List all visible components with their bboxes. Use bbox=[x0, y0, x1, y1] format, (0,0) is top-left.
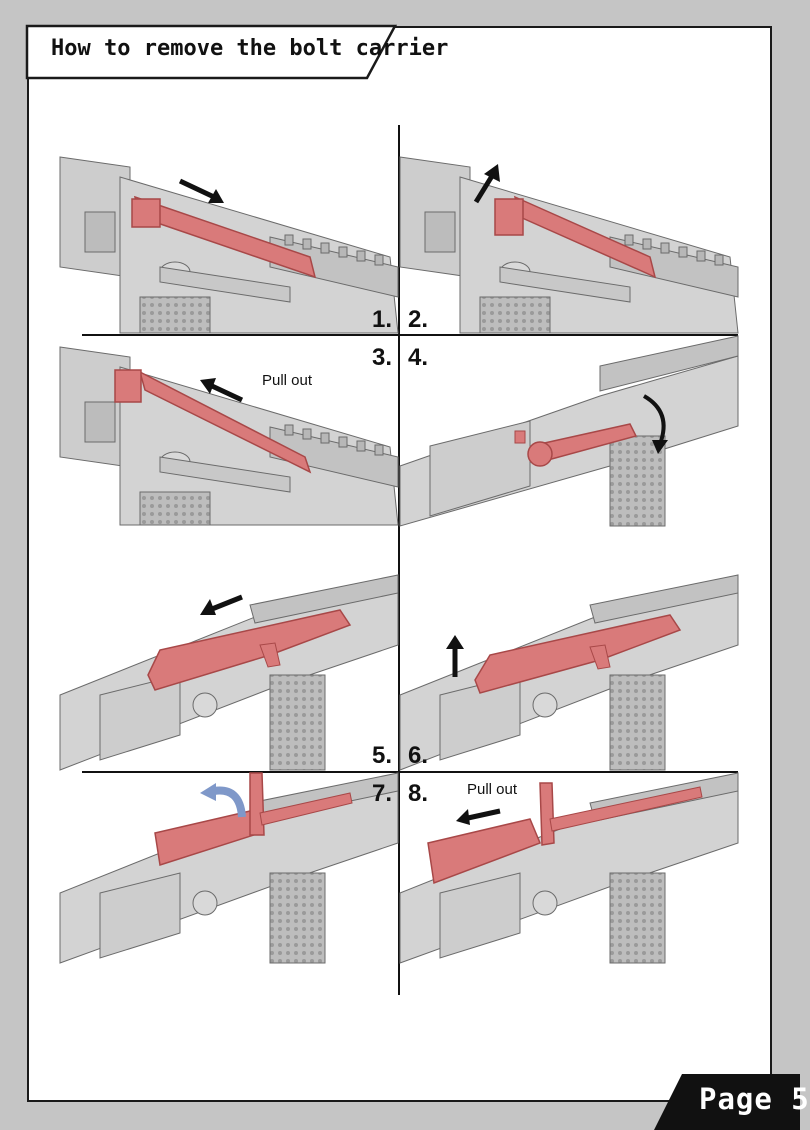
step-8-number: 8. bbox=[408, 780, 429, 807]
step-6-illustration bbox=[399, 574, 739, 771]
curved-arrow-icon bbox=[200, 783, 246, 818]
arrow-left-icon bbox=[456, 808, 501, 825]
divider-row-3 bbox=[82, 771, 738, 773]
step-3-number: 3. bbox=[372, 344, 393, 371]
vertical-divider bbox=[398, 125, 400, 995]
step-5-panel bbox=[59, 574, 399, 771]
step-6-panel bbox=[399, 574, 739, 771]
arrow-up-icon bbox=[446, 635, 464, 677]
arrow-left-icon bbox=[200, 378, 244, 403]
step-6-number: 6. bbox=[408, 742, 429, 769]
step-8-note: Pull out bbox=[467, 781, 518, 798]
step-3-note: Pull out bbox=[262, 372, 313, 389]
step-5-number: 5. bbox=[372, 742, 393, 769]
page-title: How to remove the bolt carrier bbox=[51, 36, 449, 61]
step-7-illustration bbox=[59, 772, 399, 964]
step-1-panel bbox=[59, 156, 399, 334]
step-5-illustration bbox=[59, 574, 399, 771]
step-2-panel bbox=[399, 156, 739, 334]
step-4-illustration bbox=[399, 335, 739, 527]
step-3-illustration bbox=[59, 346, 399, 526]
title-frame bbox=[25, 24, 398, 80]
divider-row-1 bbox=[82, 334, 738, 336]
step-1-number: 1. bbox=[372, 306, 393, 333]
arrow-right-down-icon bbox=[178, 178, 224, 203]
page-number: Page 5 bbox=[699, 1082, 810, 1116]
step-4-number: 4. bbox=[408, 344, 429, 371]
step-8-panel bbox=[399, 772, 739, 964]
arrow-up-right-icon bbox=[473, 164, 500, 204]
step-4-panel bbox=[399, 335, 739, 527]
step-1-illustration bbox=[59, 156, 399, 334]
page-tab bbox=[654, 1074, 800, 1130]
rotation-arrow-icon bbox=[642, 394, 668, 454]
step-8-illustration bbox=[399, 772, 739, 964]
arrow-left-icon bbox=[200, 594, 243, 615]
step-2-illustration bbox=[399, 156, 739, 334]
title-box: How to remove the bolt carrier bbox=[25, 24, 448, 80]
step-7-number: 7. bbox=[372, 780, 393, 807]
step-3-panel bbox=[59, 342, 399, 526]
step-7-panel bbox=[59, 772, 399, 964]
step-2-number: 2. bbox=[408, 306, 429, 333]
